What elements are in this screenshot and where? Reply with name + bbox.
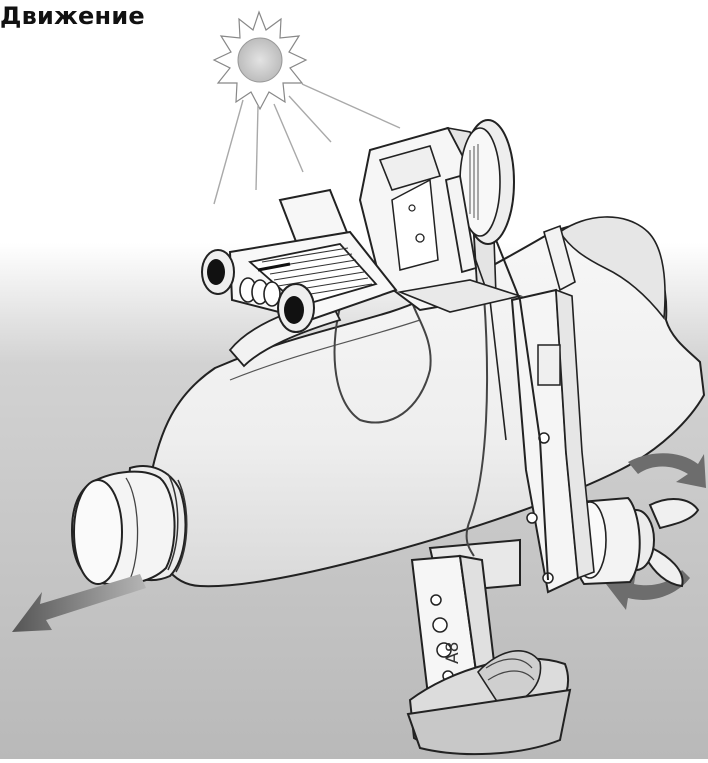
part-marking-label: A8: [443, 642, 463, 664]
page-title: Движение: [0, 2, 145, 30]
